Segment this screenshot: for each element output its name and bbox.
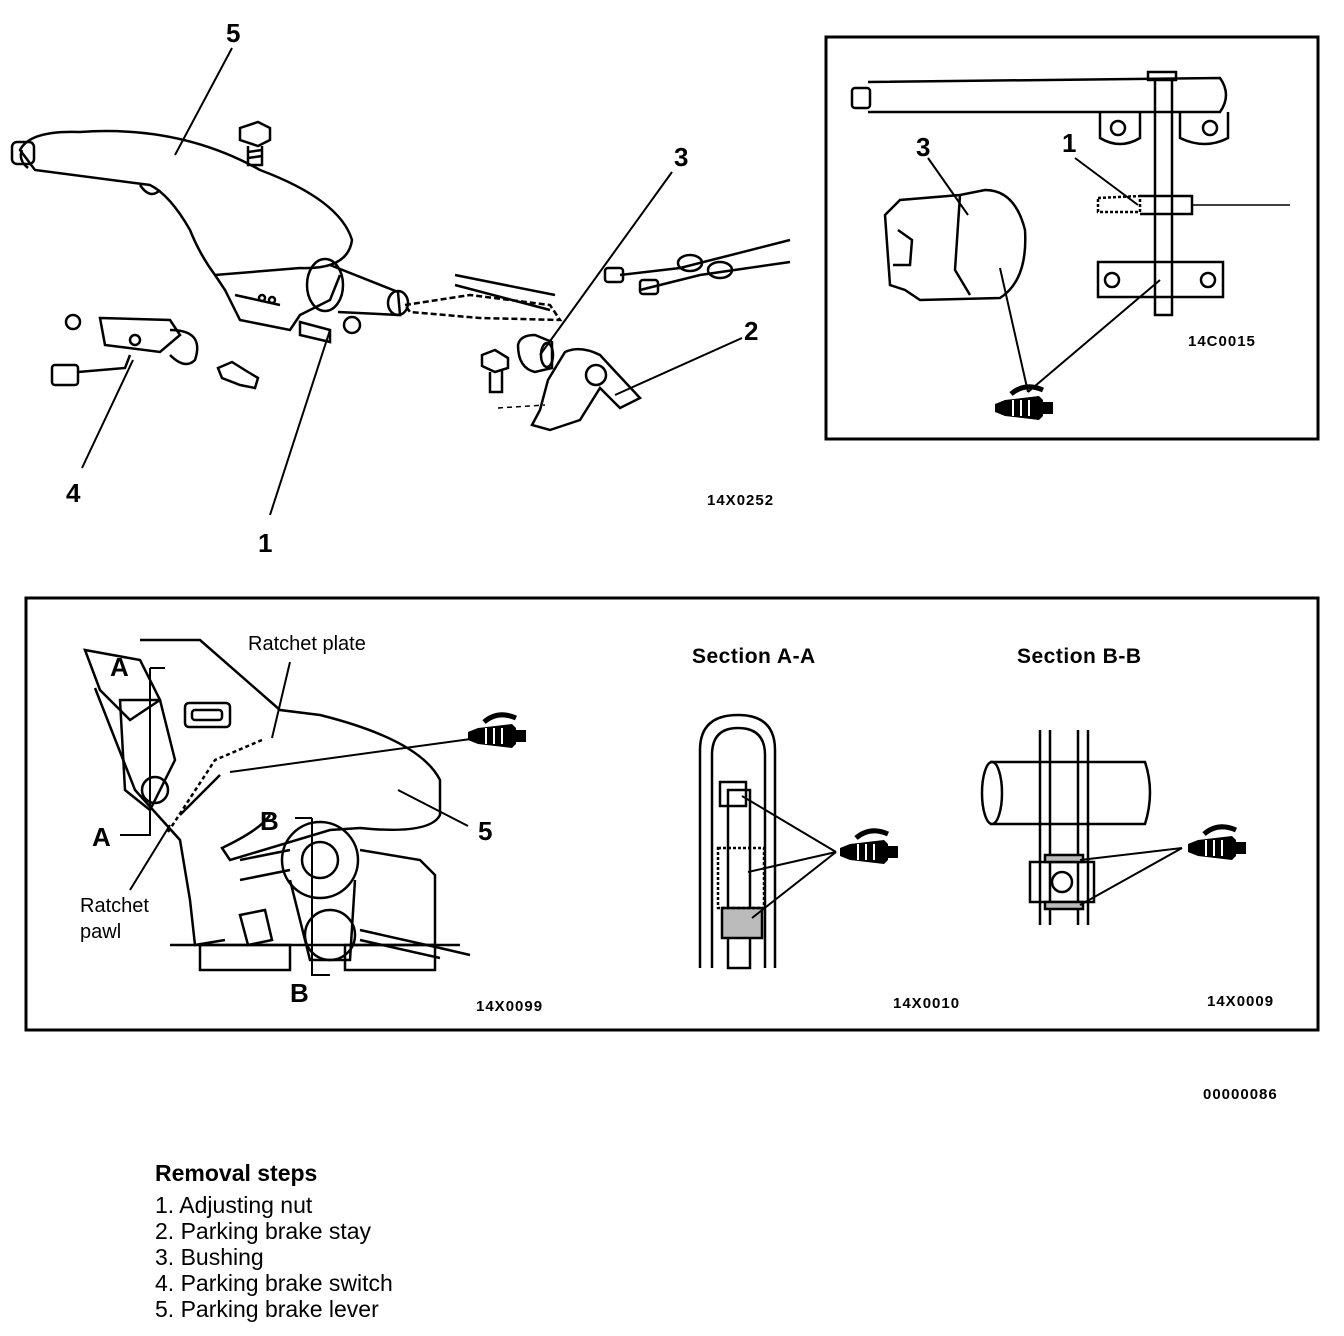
callout-2: 2 xyxy=(744,316,759,346)
grease-icon xyxy=(840,831,898,864)
inset-leader-lines xyxy=(927,157,1161,393)
top-left-leader-lines xyxy=(81,47,743,516)
ratchet-pawl-label-line1: Ratchet xyxy=(80,895,149,917)
section-a-marker-bottom: A xyxy=(92,822,111,852)
removal-step-3: 3. Bushing xyxy=(155,1244,264,1270)
bottom-callout-5: 5 xyxy=(478,816,493,846)
figure-code-14x0009: 14X0009 xyxy=(1207,993,1275,1010)
section-a-marker-top: A xyxy=(110,652,129,682)
figure-code-14c0015: 14C0015 xyxy=(1188,333,1256,350)
ratchet-pawl-label-line2: pawl xyxy=(80,921,122,943)
ratchet-mechanism-drawing xyxy=(83,638,471,976)
grease-icon xyxy=(995,387,1053,420)
top-right-inset-frame xyxy=(824,35,1320,441)
inset-callout-1: 1 xyxy=(1062,128,1077,158)
section-bb-title: Section B-B xyxy=(1017,645,1142,668)
section-b-marker-top: B xyxy=(260,806,279,836)
section-bb-leaders xyxy=(1079,847,1183,906)
grease-icon xyxy=(1188,827,1246,860)
removal-step-2: 2. Parking brake stay xyxy=(155,1218,372,1244)
removal-steps: Removal steps 1. Adjusting nut 2. Parkin… xyxy=(155,1160,393,1322)
inset-shaft-assembly xyxy=(850,70,1290,317)
removal-step-4: 4. Parking brake switch xyxy=(155,1270,393,1296)
section-aa-drawing xyxy=(698,713,777,970)
ratchet-plate-label: Ratchet plate xyxy=(248,633,366,655)
callout-1: 1 xyxy=(258,528,273,558)
inset-callout-3: 3 xyxy=(916,132,931,162)
figure-code-00000086: 00000086 xyxy=(1203,1086,1278,1103)
removal-step-1: 1. Adjusting nut xyxy=(155,1192,313,1218)
callout-4: 4 xyxy=(66,478,81,508)
grease-icon xyxy=(468,715,526,748)
figure-code-14x0252: 14X0252 xyxy=(707,492,775,509)
removal-steps-title: Removal steps xyxy=(155,1160,318,1186)
bottom-panel-frame xyxy=(24,596,1320,1032)
callout-5: 5 xyxy=(226,18,241,48)
removal-step-5: 5. Parking brake lever xyxy=(155,1296,379,1322)
figure-code-14x0099: 14X0099 xyxy=(476,998,544,1015)
callout-3: 3 xyxy=(674,142,689,172)
section-bb-drawing xyxy=(980,730,1152,925)
ratchet-leader-lines xyxy=(129,661,479,891)
parking-brake-lever-assembly xyxy=(10,120,791,432)
section-aa-leaders xyxy=(741,795,837,919)
section-aa-title: Section A-A xyxy=(692,645,816,668)
removal-steps-list: 1. Adjusting nut 2. Parking brake stay 3… xyxy=(155,1192,393,1322)
figure-code-14x0010: 14X0010 xyxy=(893,995,961,1012)
section-b-marker-bottom: B xyxy=(290,978,309,1008)
